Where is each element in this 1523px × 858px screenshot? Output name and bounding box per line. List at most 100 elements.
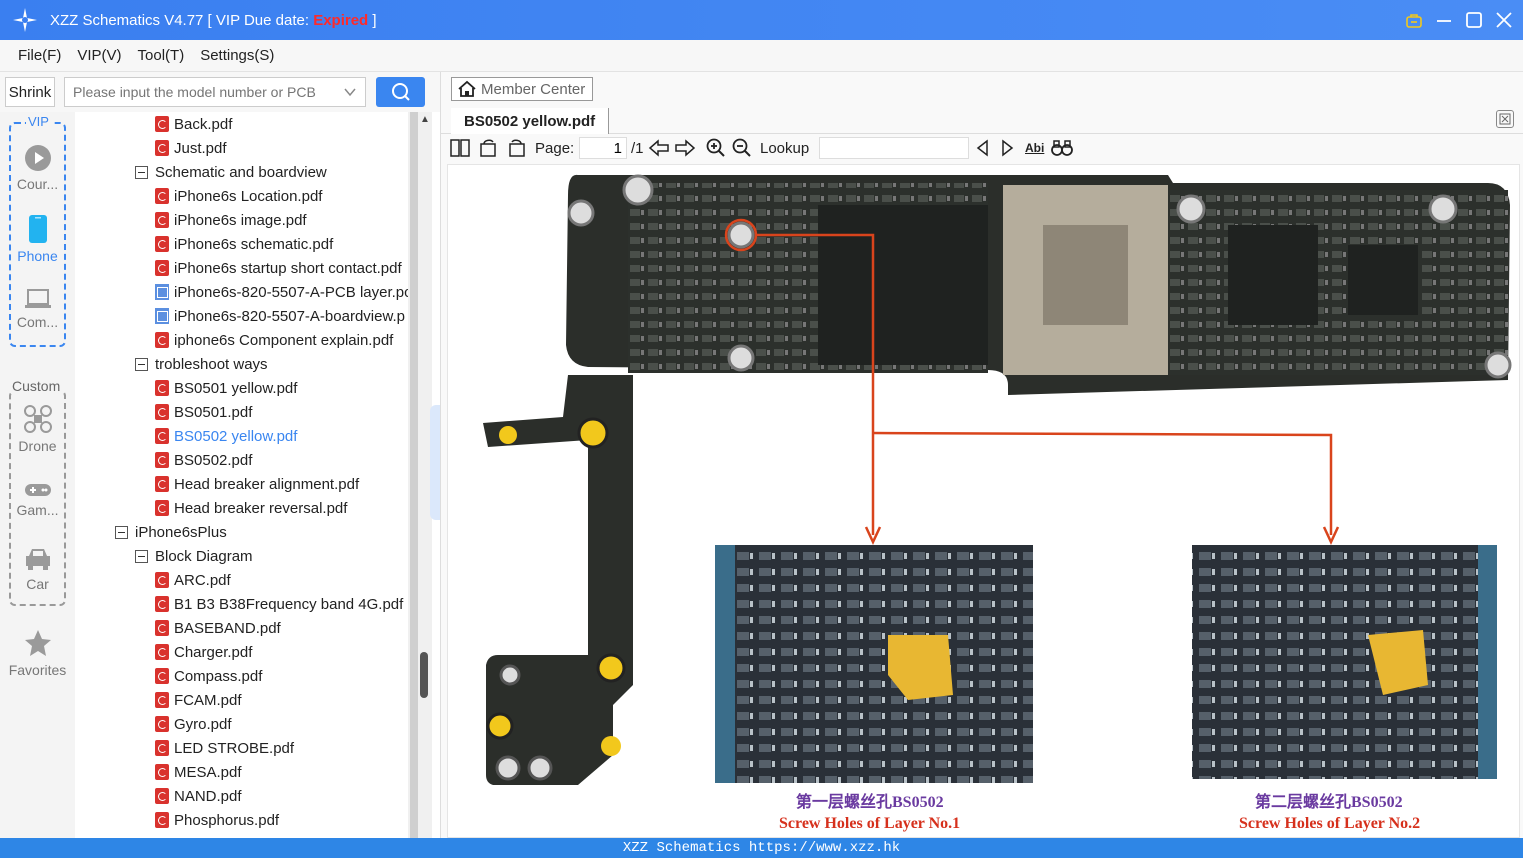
pcb-board-image	[483, 174, 1512, 785]
tree-item-label: BS0501 yellow.pdf	[174, 379, 298, 397]
nav-game[interactable]: Gam...	[0, 482, 75, 518]
collapse-icon[interactable]	[135, 165, 148, 179]
tree-item-label: iPhone6s-820-5507-A-PCB layer.pc	[174, 283, 408, 301]
model-search-box	[64, 77, 366, 107]
lookup-input[interactable]	[819, 137, 969, 159]
tree-file[interactable]: iPhone6s startup short contact.pdf	[155, 256, 402, 280]
tree-file[interactable]: BS0502 yellow.pdf	[155, 424, 297, 448]
prev-page-icon[interactable]	[648, 137, 670, 159]
pdf-file-icon	[155, 260, 169, 276]
tree-item-label: B1 B3 B38Frequency band 4G.pdf	[174, 595, 404, 613]
minimize-button[interactable]	[1435, 11, 1453, 29]
nav-car[interactable]: Car	[0, 546, 75, 592]
tree-file[interactable]: B1 B3 B38Frequency band 4G.pdf	[155, 592, 403, 616]
custom-group-label: Custom	[11, 378, 62, 394]
binoculars-icon[interactable]	[1051, 137, 1073, 159]
nav-computer[interactable]: Com...	[0, 288, 75, 330]
two-page-icon[interactable]	[450, 137, 470, 159]
page-number-input[interactable]	[579, 137, 627, 159]
tree-file[interactable]: iPhone6s schematic.pdf	[155, 232, 333, 256]
nav-favorites[interactable]: Favorites	[0, 628, 75, 678]
collapse-icon[interactable]	[135, 549, 148, 563]
find-next-icon[interactable]	[1001, 137, 1015, 159]
tree-file[interactable]: iPhone6s-820-5507-A-PCB layer.pc	[155, 280, 408, 304]
laptop-icon	[24, 289, 51, 308]
tree-file[interactable]: iPhone6s-820-5507-A-boardview.p	[155, 304, 405, 328]
panel-splitter[interactable]	[430, 405, 440, 520]
tree-folder[interactable]: Block Diagram	[135, 544, 253, 568]
window-title: XZZ Schematics V4.77 [ VIP Due date: Exp…	[50, 11, 377, 29]
menu-bar: File(F) VIP(V) Tool(T) Settings(S)	[0, 40, 1523, 72]
collapse-icon[interactable]	[135, 357, 148, 371]
menu-vip[interactable]: VIP(V)	[77, 47, 122, 64]
zoom-out-icon[interactable]	[732, 137, 752, 159]
menu-settings[interactable]: Settings(S)	[200, 47, 275, 64]
collapse-icon[interactable]	[115, 525, 128, 539]
tree-item-label: iPhone6s schematic.pdf	[174, 235, 334, 253]
tree-file[interactable]: iPhone6s Location.pdf	[155, 184, 322, 208]
pdf-file-icon	[155, 476, 169, 492]
rotate-right-icon[interactable]	[506, 137, 526, 159]
tree-folder[interactable]: iPhone6sPlus	[115, 520, 227, 544]
rotate-left-icon[interactable]	[479, 137, 499, 159]
menu-tool[interactable]: Tool(T)	[137, 47, 185, 64]
scroll-up-icon[interactable]: ▲	[420, 114, 430, 125]
pdf-file-icon	[155, 620, 169, 636]
tree-file[interactable]: BS0502.pdf	[155, 448, 252, 472]
tree-file[interactable]: iphone6s Component explain.pdf	[155, 328, 393, 352]
shrink-button[interactable]: Shrink	[5, 77, 55, 107]
close-tab-icon[interactable]	[1496, 110, 1514, 128]
pdf-file-icon	[155, 236, 169, 252]
tree-item-label: Schematic and boardview	[155, 163, 327, 181]
lock-icon[interactable]	[1405, 11, 1423, 29]
tree-file[interactable]: NAND.pdf	[155, 784, 242, 808]
maximize-button[interactable]	[1465, 11, 1483, 29]
pdf-file-icon	[155, 380, 169, 396]
nav-drone[interactable]: Drone	[0, 404, 75, 454]
member-center-button[interactable]: Member Center	[451, 77, 594, 101]
tree-file[interactable]: FCAM.pdf	[155, 688, 242, 712]
tree-folder[interactable]: Schematic and boardview	[135, 160, 327, 184]
tree-item-label: BS0502.pdf	[174, 451, 253, 469]
tree-scrollbar[interactable]: ▲	[408, 112, 432, 838]
find-prev-icon[interactable]	[975, 137, 989, 159]
menu-file[interactable]: File(F)	[18, 47, 62, 64]
star-icon	[24, 630, 51, 656]
tree-file[interactable]: BS0501.pdf	[155, 400, 252, 424]
tree-item-label: iPhone6s startup short contact.pdf	[174, 259, 402, 277]
next-page-icon[interactable]	[674, 137, 696, 159]
search-input[interactable]	[73, 84, 333, 100]
tab-bs0502-yellow[interactable]: BS0502 yellow.pdf	[451, 108, 610, 134]
zoom-in-icon[interactable]	[706, 137, 726, 159]
drone-icon	[23, 405, 52, 433]
scrollbar-thumb[interactable]	[420, 652, 428, 698]
tree-file[interactable]: Phosphorus.pdf	[155, 808, 279, 832]
tree-file[interactable]: Compass.pdf	[155, 664, 262, 688]
close-button[interactable]	[1495, 11, 1513, 29]
tree-file[interactable]: iPhone6s image.pdf	[155, 208, 307, 232]
nav-course[interactable]: Cour...	[0, 144, 75, 192]
tree-file[interactable]: BASEBAND.pdf	[155, 616, 281, 640]
tree-item-label: LED STROBE.pdf	[174, 739, 295, 757]
chevron-down-icon[interactable]	[343, 85, 357, 99]
title-bar: XZZ Schematics V4.77 [ VIP Due date: Exp…	[0, 0, 1523, 40]
tree-file[interactable]: Charger.pdf	[155, 640, 252, 664]
tree-item-label: Back.pdf	[174, 115, 233, 133]
nav-phone[interactable]: Phone	[0, 214, 75, 264]
tree-file[interactable]: Just.pdf	[155, 136, 227, 160]
match-case-button[interactable]: Abi	[1025, 141, 1045, 155]
tree-file[interactable]: LED STROBE.pdf	[155, 736, 294, 760]
app-logo-icon	[13, 8, 37, 32]
tree-file[interactable]: BS0501 yellow.pdf	[155, 376, 297, 400]
tree-file[interactable]: ARC.pdf	[155, 568, 231, 592]
tree-file[interactable]: MESA.pdf	[155, 760, 242, 784]
tree-file[interactable]: Gyro.pdf	[155, 712, 232, 736]
tree-folder[interactable]: trobleshoot ways	[135, 352, 268, 376]
phone-icon	[28, 215, 47, 243]
tree-file[interactable]: Head breaker reversal.pdf	[155, 496, 347, 520]
search-button[interactable]	[376, 77, 425, 107]
pdf-file-icon	[155, 764, 169, 780]
tree-file[interactable]: Back.pdf	[155, 112, 232, 136]
tree-item-label: Just.pdf	[174, 139, 227, 157]
tree-file[interactable]: Head breaker alignment.pdf	[155, 472, 359, 496]
